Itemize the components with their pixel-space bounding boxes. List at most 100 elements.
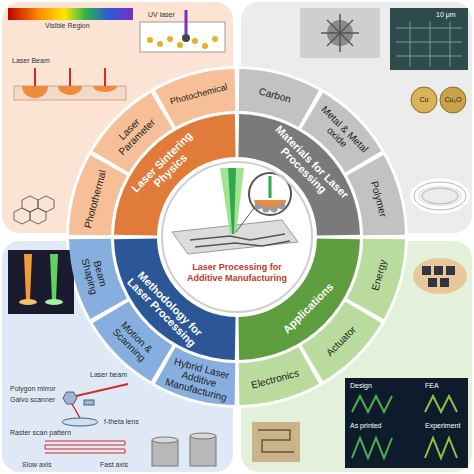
polymer-lattice-part	[414, 182, 466, 210]
micrograph-photo-part	[396, 22, 462, 66]
solar-device-photo-part	[428, 278, 437, 287]
center-circle-border	[162, 162, 312, 312]
micrograph-photo	[390, 8, 468, 70]
illustration-label: UV laser	[148, 11, 175, 19]
hybrid-am-illustration-part	[152, 440, 178, 466]
ring-sector: Actuator	[300, 300, 383, 383]
crystal-structure-illustration-part	[14, 208, 30, 224]
copper-samples-part	[411, 87, 437, 113]
galvo-scanner-illustration-part	[76, 384, 128, 396]
illustration-label: FEA	[425, 382, 439, 390]
uv-laser-illustration-part	[192, 38, 198, 44]
sensor-device-photo	[252, 422, 300, 462]
solar-device-photo	[413, 258, 467, 294]
illustration-label: Visible Region	[45, 22, 90, 30]
galvo-scanner-illustration-part	[84, 400, 94, 405]
illustration-label: Cu	[420, 96, 429, 104]
polymer-lattice-part	[414, 182, 466, 210]
ring-sector: Metal & Metal oxide	[300, 91, 383, 174]
solar-device-photo-part	[446, 266, 455, 275]
carbon-photo-part	[300, 8, 380, 58]
center-illustration-part	[228, 168, 236, 234]
ring-sector: Hybrid Laser Additive Manufacturing	[154, 345, 237, 406]
uv-laser-illustration	[140, 10, 225, 52]
sensor-device-photo-part	[252, 422, 300, 462]
illustration-label: Laser beam	[90, 371, 127, 379]
illustration-label: Experiment	[425, 422, 460, 430]
laser-beam-illustration-part	[14, 86, 126, 100]
beam-shaping-photo-part	[24, 254, 32, 300]
center-illustration-part	[263, 206, 270, 213]
solar-device-photo-part	[422, 266, 431, 275]
sector-fill	[239, 69, 319, 127]
polymer-lattice-part	[422, 188, 458, 204]
uv-laser-illustration-part	[177, 42, 183, 48]
uv-laser-illustration-part	[140, 22, 225, 52]
sector-fill	[347, 155, 405, 235]
carbon-photo-part-part	[327, 20, 353, 46]
illustration-label: Cu₂O	[444, 96, 461, 104]
actuator-screen	[345, 378, 468, 468]
spectrum-illustration-part	[8, 8, 133, 20]
actuator-screen-part	[425, 396, 457, 412]
center-illustration-part	[255, 203, 262, 210]
galvo-scanner-illustration-part	[45, 441, 125, 453]
hybrid-am-illustration-part	[190, 433, 216, 439]
beam-shaping-photo	[8, 250, 74, 314]
actuator-screen-part	[352, 396, 392, 412]
sector-label: Hybrid Laser Additive Manufacturing	[164, 355, 234, 403]
copper-samples-part	[440, 87, 466, 113]
illustration-label: f-theta lens	[104, 418, 139, 426]
micrograph-photo-part-part	[450, 22, 451, 66]
micrograph-photo-part-part	[410, 22, 411, 66]
polymer-lattice	[414, 182, 466, 210]
uv-laser-illustration-part	[202, 43, 208, 49]
sector-fill	[239, 347, 319, 405]
center-illustration-part	[190, 234, 285, 240]
uv-laser-illustration-part	[182, 34, 190, 42]
hybrid-am-illustration	[152, 433, 216, 466]
laser-beam-illustration-part	[34, 68, 36, 86]
center-illustration-part	[269, 176, 272, 198]
laser-beam-illustration-part	[104, 68, 106, 86]
laser-beam-illustration-part	[93, 86, 117, 92]
center-illustration-part	[236, 208, 254, 232]
center-illustration-part	[254, 200, 286, 210]
sector-fill	[302, 93, 382, 173]
crystal-structure-illustration	[14, 196, 54, 224]
galvo-scanner-illustration-part	[63, 392, 77, 404]
solar-device-photo-part	[413, 258, 467, 294]
laser-beam-illustration	[14, 68, 126, 100]
sector-fill	[93, 302, 173, 382]
illustration-label: Laser Beam	[12, 57, 50, 65]
center-illustration-part	[220, 168, 244, 234]
micrograph-photo-part-part	[396, 42, 462, 43]
beam-shaping-photo-part	[50, 254, 58, 300]
ring-sector: Energy	[345, 237, 406, 320]
micrograph-photo-part-part	[396, 56, 462, 57]
illustration-label: Slow axis	[22, 461, 52, 469]
illustration-label: 10 μm	[436, 11, 456, 19]
center-illustration-part	[195, 241, 290, 247]
center-illustration	[172, 168, 298, 254]
ring-ground-part	[66, 66, 408, 408]
laser-beam-illustration-part	[22, 86, 48, 98]
copper-samples	[411, 87, 466, 113]
illustration-label: Galvo scanner	[10, 396, 55, 404]
sector-fill	[93, 93, 173, 173]
actuator-screen-part	[345, 378, 468, 468]
micrograph-photo-part	[390, 8, 468, 70]
sector-fill	[155, 69, 235, 127]
sensor-device-photo-part	[258, 430, 294, 452]
laser-beam-illustration-part	[69, 68, 71, 86]
hybrid-am-illustration-part	[152, 437, 178, 443]
illustration-label: Polygon mirror	[10, 385, 56, 393]
galvo-scanner-illustration-part	[62, 418, 98, 426]
center-illustration-part	[271, 206, 278, 213]
carbon-photo-part-part	[327, 20, 353, 46]
spectrum-illustration	[8, 8, 133, 20]
